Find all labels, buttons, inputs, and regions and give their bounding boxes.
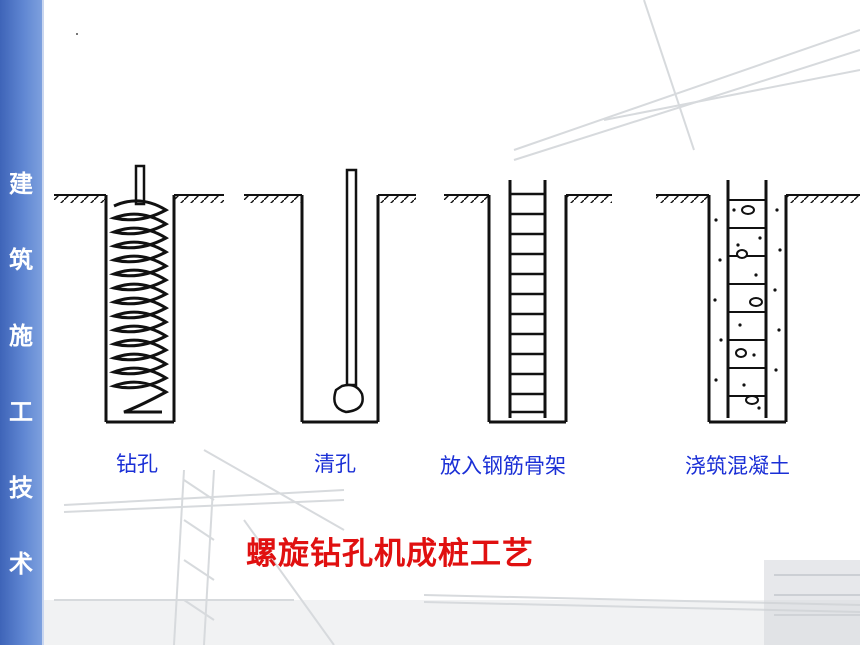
title-char: 工 [9,398,33,426]
construction-background-image [44,0,860,645]
vertical-title: 建 筑 施 工 技 术 [0,172,42,628]
auger-drill-icon [54,164,224,424]
title-char: 建 [9,170,33,198]
rebar-cage-icon [444,180,612,424]
title-char: 技 [9,474,33,502]
sidebar [0,0,42,645]
sidebar-divider [42,0,44,645]
title-char: 施 [9,322,33,350]
concrete-pour-icon [656,180,860,424]
diagram-title: 螺旋钻孔机成桩工艺 [246,536,534,572]
title-char: 筑 [9,246,33,274]
speck [76,33,78,35]
cleaning-rod-icon [244,168,416,424]
step-label-drilling: 钻孔 [116,452,158,476]
pile-process-diagram [54,164,860,424]
title-char: 术 [9,550,33,578]
step-label-cleaning: 清孔 [314,452,356,476]
step-label-concrete: 浇筑混凝土 [685,454,790,478]
step-label-rebar-cage: 放入钢筋骨架 [440,454,566,478]
